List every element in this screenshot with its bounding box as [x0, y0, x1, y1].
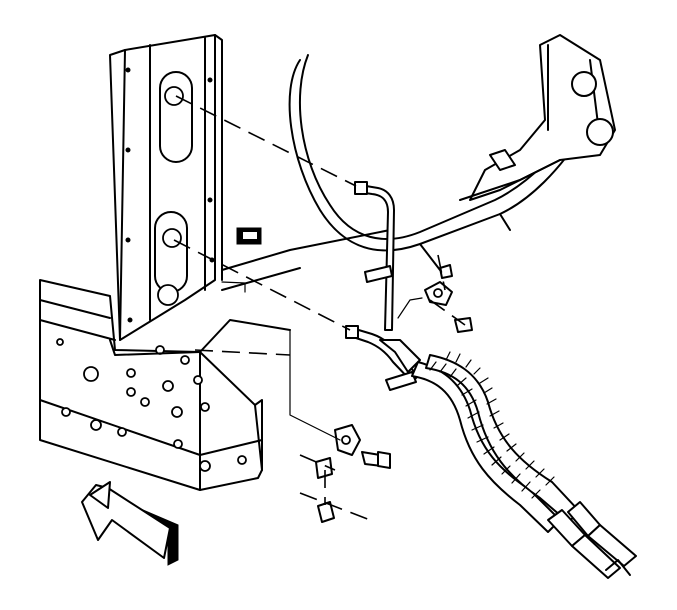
corrugated-hose-bundle: [411, 351, 637, 579]
frame-hole: [193, 375, 203, 385]
mounting-nut: [164, 86, 184, 106]
line-clip: [364, 265, 393, 283]
frame-hole: [171, 406, 183, 418]
frame-rail: [39, 279, 291, 491]
frame-hole: [61, 407, 71, 417]
frame-hole: [200, 402, 210, 412]
frame-hole: [90, 419, 102, 431]
upper-clip-bolt: [424, 264, 473, 333]
frame-hole: [56, 338, 64, 346]
radiator-support-panel: [109, 34, 391, 356]
frame-hole: [237, 455, 247, 465]
mounting-nut: [162, 228, 182, 248]
frame-hole: [162, 380, 174, 392]
frame-hole: [117, 427, 127, 437]
hose-corrugations: [429, 351, 555, 499]
panel-slot: [154, 211, 188, 293]
frame-hole: [140, 397, 150, 407]
transmission-cooler-lines: [345, 181, 421, 391]
pipe-fitting: [345, 325, 359, 339]
frame-hole: [180, 355, 190, 365]
frame-hole: [126, 368, 136, 378]
frame-hole: [173, 439, 183, 449]
front-direction-arrow: [81, 481, 179, 566]
radiator-shroud-arc: [288, 34, 616, 271]
line-retaining-bracket: [315, 424, 361, 523]
panel-slot: [159, 71, 193, 163]
bracket-bolt: [361, 451, 391, 469]
frame-hole: [126, 387, 136, 397]
pipe-fitting: [354, 181, 368, 195]
frame-hole: [199, 460, 211, 472]
alignment-lines: [173, 95, 466, 521]
line-clip: [385, 371, 417, 391]
frame-hole: [83, 366, 99, 382]
